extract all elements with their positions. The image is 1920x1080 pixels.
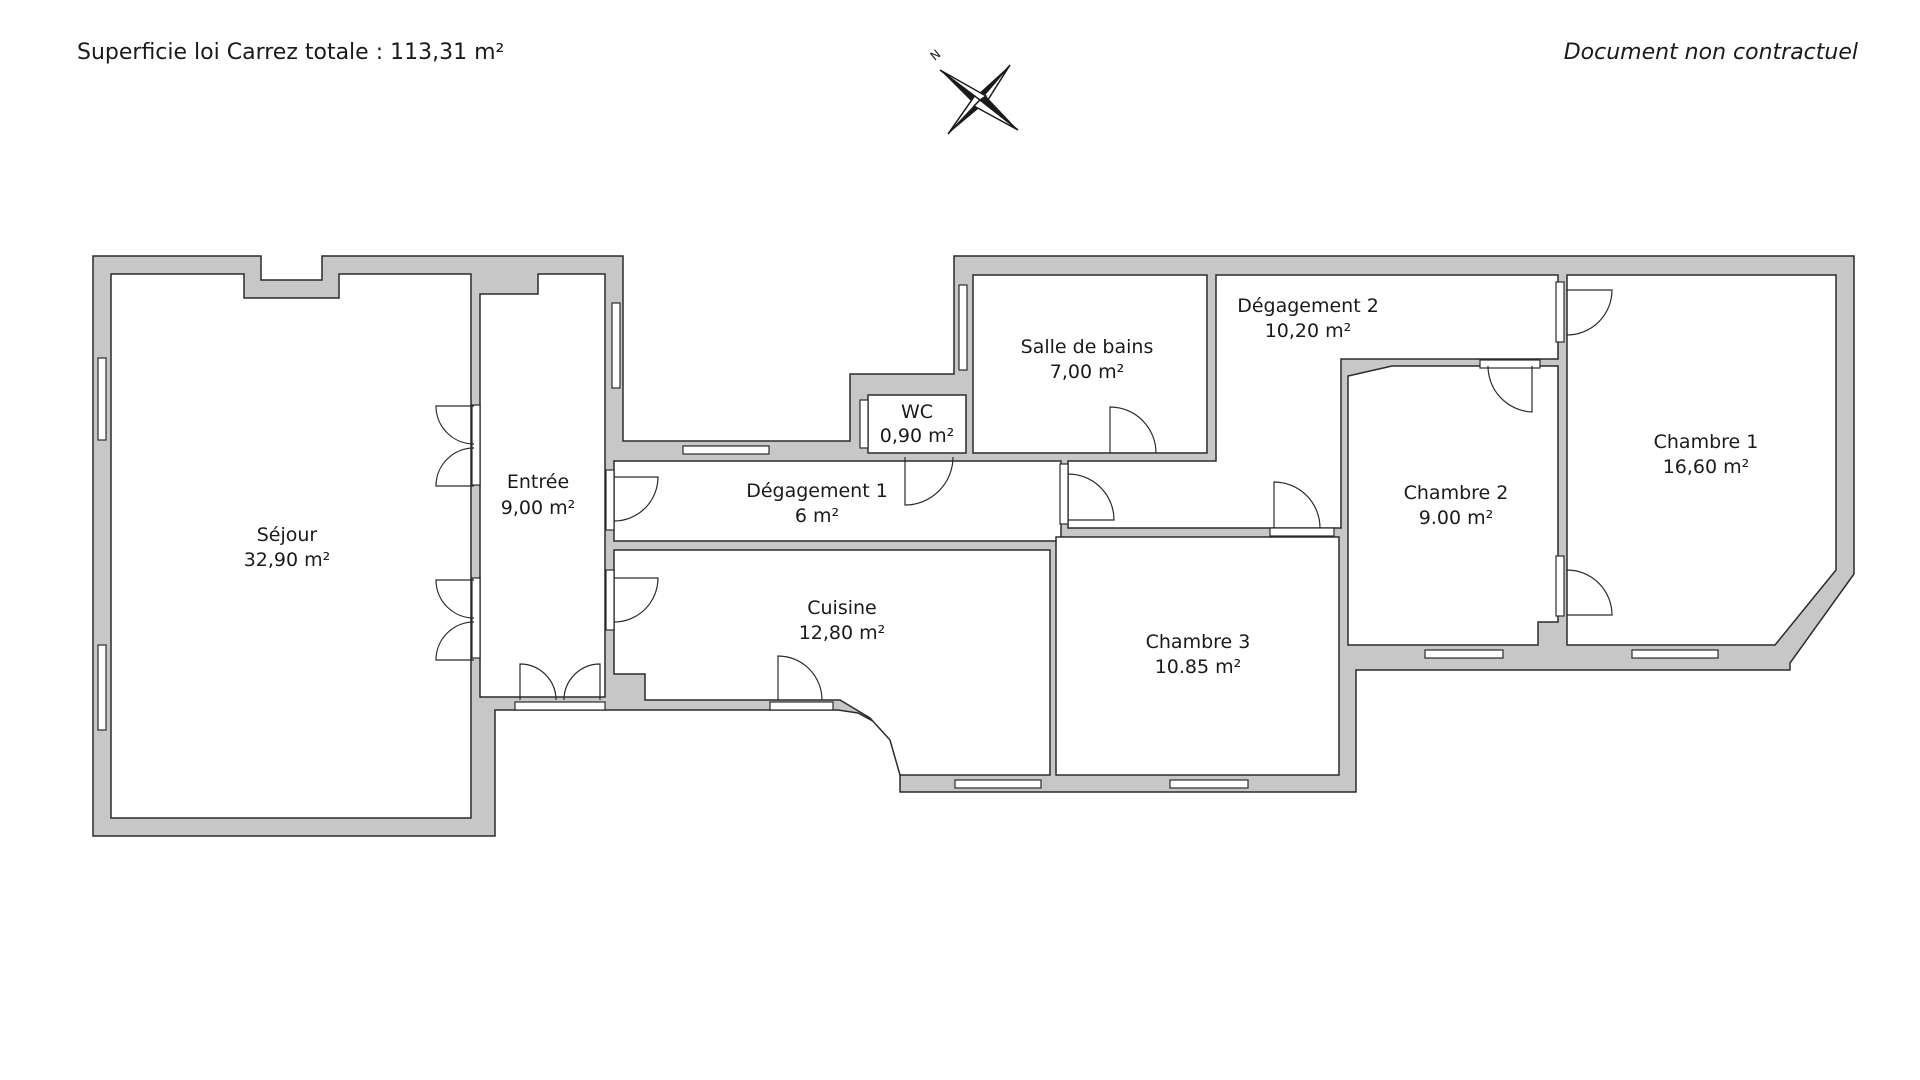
room-labels: Séjour 32,90 m² Entrée 9,00 m² Dégagemen…: [244, 295, 1759, 678]
room-name-sejour: Séjour: [257, 524, 318, 546]
room-name-salle-bains: Salle de bains: [1021, 336, 1154, 358]
room-name-chambre3: Chambre 3: [1146, 631, 1251, 653]
windows: [97, 281, 1719, 789]
room-salle-bains: [972, 274, 1208, 454]
svg-text:6 m²: 6 m²: [795, 505, 839, 527]
svg-text:Chambre 3: Chambre 3: [1146, 631, 1251, 653]
room-area-salle-bains: 7,00 m²: [1050, 361, 1124, 383]
svg-text:Entrée: Entrée: [507, 471, 569, 493]
svg-text:32,90 m²: 32,90 m²: [244, 549, 331, 571]
svg-text:Chambre 1: Chambre 1: [1654, 431, 1759, 453]
room-area-sejour: 32,90 m²: [244, 549, 331, 571]
room-area-wc: 0,90 m²: [880, 425, 954, 447]
room-area-chambre1: 16,60 m²: [1663, 456, 1750, 478]
room-area-degagement2: 10,20 m²: [1265, 320, 1352, 342]
svg-text:Salle de bains: Salle de bains: [1021, 336, 1154, 358]
svg-text:9,00 m²: 9,00 m²: [501, 497, 575, 519]
total-surface-label: Superficie loi Carrez totale : 113,31 m²: [77, 40, 505, 65]
room-name-cuisine: Cuisine: [807, 597, 877, 619]
svg-text:Séjour: Séjour: [257, 524, 318, 546]
room-name-entree: Entrée: [507, 471, 569, 493]
room-name-degagement2: Dégagement 2: [1237, 295, 1379, 317]
room-area-chambre3: 10.85 m²: [1155, 656, 1242, 678]
room-name-chambre1: Chambre 1: [1654, 431, 1759, 453]
svg-text:WC: WC: [901, 401, 933, 423]
room-chambre3: [1055, 536, 1340, 776]
room-entree: [479, 273, 606, 698]
compass-north-label: N: [928, 47, 944, 63]
room-chambre2: [1347, 365, 1559, 646]
room-chambre1: [1566, 274, 1837, 646]
room-name-wc: WC: [901, 401, 933, 423]
svg-text:10.85 m²: 10.85 m²: [1155, 656, 1242, 678]
svg-text:12,80 m²: 12,80 m²: [799, 622, 886, 644]
room-area-cuisine: 12,80 m²: [799, 622, 886, 644]
svg-text:Dégagement 1: Dégagement 1: [746, 480, 888, 502]
svg-text:9.00 m²: 9.00 m²: [1419, 507, 1493, 529]
room-area-chambre2: 9.00 m²: [1419, 507, 1493, 529]
room-name-chambre2: Chambre 2: [1404, 482, 1509, 504]
room-sejour: [110, 273, 472, 819]
svg-text:7,00 m²: 7,00 m²: [1050, 361, 1124, 383]
svg-text:10,20 m²: 10,20 m²: [1265, 320, 1352, 342]
room-area-degagement1: 6 m²: [795, 505, 839, 527]
svg-text:Dégagement 2: Dégagement 2: [1237, 295, 1379, 317]
disclaimer-label: Document non contractuel: [1563, 40, 1858, 65]
doors: [435, 289, 1613, 701]
room-area-entree: 9,00 m²: [501, 497, 575, 519]
room-cuisine: [613, 549, 1051, 776]
room-wc: [867, 394, 967, 454]
room-name-degagement1: Dégagement 1: [746, 480, 888, 502]
svg-text:0,90 m²: 0,90 m²: [880, 425, 954, 447]
compass-icon: N: [928, 47, 1019, 135]
svg-text:Chambre 2: Chambre 2: [1404, 482, 1509, 504]
svg-text:Cuisine: Cuisine: [807, 597, 877, 619]
svg-text:16,60 m²: 16,60 m²: [1663, 456, 1750, 478]
